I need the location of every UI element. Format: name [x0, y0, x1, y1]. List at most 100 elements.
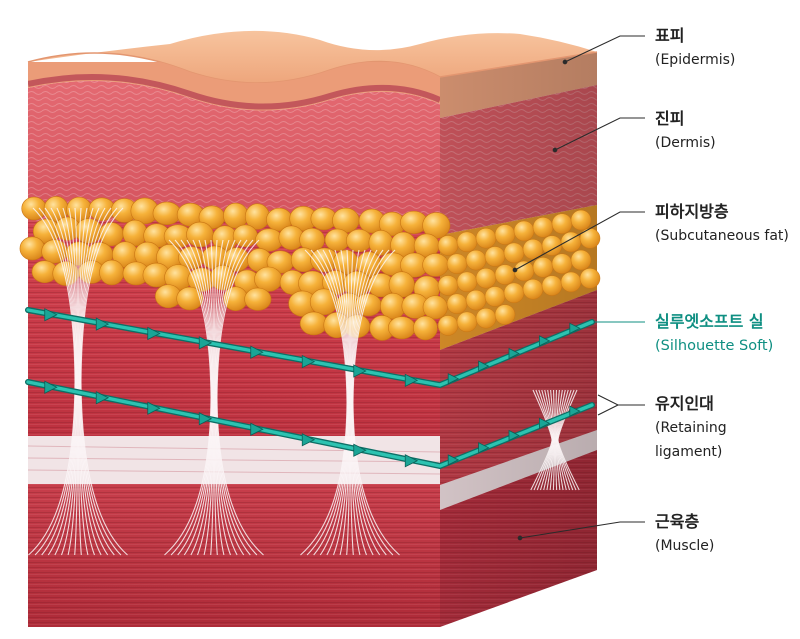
fat-globule [465, 249, 487, 271]
thread-cone [447, 373, 460, 385]
fat-globule [176, 286, 204, 311]
thread-cone [539, 335, 551, 347]
label-epidermis-ko: 표피 [655, 26, 685, 45]
fat-globule [579, 228, 601, 249]
label-retaining-ligament: 유지인대 (Retaining ligament) [655, 392, 727, 464]
fat-globule [345, 229, 373, 253]
fat-globule [560, 271, 582, 293]
fat-globule [437, 275, 459, 296]
label-retaining-ligament-en: (Retaining [655, 420, 727, 436]
leader-line-dermis [554, 117, 645, 151]
fat-globule [368, 229, 394, 256]
fat-globule [324, 228, 350, 252]
fat-globule [98, 222, 124, 247]
fat-globule [244, 287, 272, 311]
fat-globule [551, 253, 573, 274]
fat-globule [232, 224, 258, 248]
fat-globule [570, 249, 592, 271]
fat-globule [465, 289, 487, 311]
label-silhouette-soft-en: (Silhouette Soft) [655, 338, 774, 354]
leader-dot-muscle [517, 535, 523, 541]
thread-cone [250, 422, 264, 436]
silhouette-soft-thread [25, 307, 595, 389]
thread-cone [569, 405, 581, 417]
thread-cone [447, 454, 460, 466]
fat-globule [475, 227, 497, 249]
fat-globule [532, 217, 554, 238]
fat-globule [532, 257, 554, 278]
thread-cone [508, 429, 520, 442]
leader-line-muscle [519, 521, 645, 539]
label-subcutaneous-fat: 피하지방층 (Subcutaneous fat) [655, 200, 789, 248]
thread-cone [353, 364, 367, 378]
label-dermis-ko: 진피 [655, 109, 685, 128]
leader-line-retaining-ligament-b [597, 404, 619, 416]
fat-globule [475, 267, 497, 289]
thread-cone [250, 345, 264, 359]
fat-globule [99, 259, 125, 286]
retaining-ligaments [28, 207, 580, 556]
fat-globule [446, 293, 468, 315]
fat-globule [579, 268, 601, 289]
fat-globule [152, 201, 182, 226]
thread-cone [404, 373, 419, 387]
thread-cone [147, 401, 161, 415]
label-muscle: 근육층 (Muscle) [655, 510, 714, 558]
fat-globule [413, 315, 438, 341]
fat-globule [456, 271, 478, 293]
label-retaining-ligament-ko: 유지인대 [655, 394, 714, 413]
label-silhouette-soft-ko: 실루엣소프트 실 [655, 312, 764, 331]
fat-globule [446, 253, 468, 275]
thread-cone [404, 454, 419, 468]
thread-cone [508, 347, 520, 360]
thread-cone [198, 336, 213, 350]
thread-cone [478, 360, 490, 372]
fat-globule [437, 315, 459, 336]
label-subcutaneous-fat-en: (Subcutaneous fat) [655, 228, 789, 244]
fat-globule [494, 224, 516, 245]
thread-cone [353, 443, 367, 457]
label-epidermis-en: (Epidermis) [655, 52, 736, 68]
label-muscle-ko: 근육층 [655, 512, 700, 531]
fat-globule [484, 246, 506, 267]
fat-globule [475, 307, 497, 329]
fat-globule [484, 286, 506, 307]
fat-globule [494, 304, 516, 325]
leader-dot-subcutaneous-fat [512, 267, 518, 273]
silhouette-soft-threads [25, 307, 595, 470]
fat-globule [522, 278, 544, 300]
thread-cone [539, 417, 551, 429]
block-side-face [440, 52, 597, 627]
silhouette-soft-thread [25, 379, 595, 470]
label-retaining-ligament-en2: ligament) [655, 444, 723, 460]
fat-globule [456, 231, 478, 253]
retaining-ligament [28, 207, 128, 556]
fat-globule [570, 209, 592, 231]
fat-globule [387, 316, 416, 340]
fat-globule [541, 275, 563, 296]
thread-cone [95, 317, 110, 331]
fat-globule [223, 286, 248, 311]
leader-lines [512, 35, 645, 541]
fat-globule [422, 253, 449, 277]
label-muscle-en: (Muscle) [655, 538, 715, 554]
label-epidermis: 표피 (Epidermis) [655, 24, 735, 72]
thread-cone [95, 391, 110, 405]
leader-line-retaining-ligament-a [597, 394, 645, 406]
retaining-ligament [300, 249, 400, 556]
leader-line-epidermis [564, 35, 645, 63]
thread-cone [44, 380, 58, 394]
retaining-ligament [164, 239, 264, 556]
label-dermis: 진피 (Dermis) [655, 107, 716, 155]
label-dermis-en: (Dermis) [655, 135, 716, 151]
thread-cone [301, 354, 316, 369]
fat-globule [19, 236, 46, 261]
fat-globule [299, 311, 328, 336]
leader-dot-dermis [552, 147, 558, 153]
thread-cone [569, 322, 581, 334]
leader-line-subcutaneous-fat [514, 211, 645, 271]
retaining-ligament [530, 389, 580, 491]
leader-dot-epidermis [562, 59, 568, 65]
label-silhouette-soft: 실루엣소프트 실 (Silhouette Soft) [655, 310, 773, 358]
